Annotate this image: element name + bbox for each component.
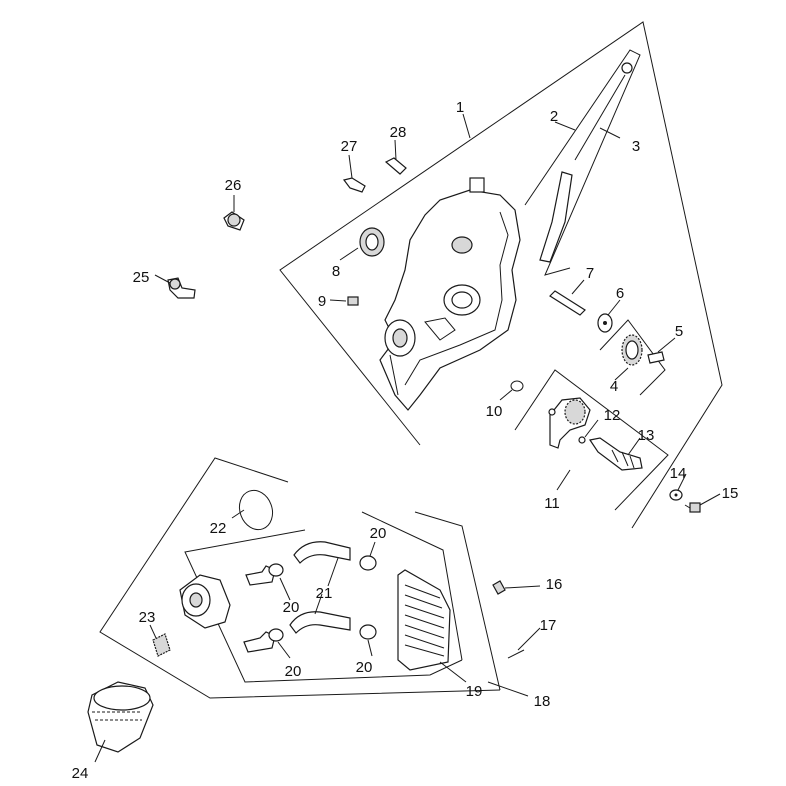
clip-16	[492, 580, 506, 595]
callout-20-d: 20	[356, 659, 373, 676]
leader-lines	[94, 113, 721, 763]
callout-11: 11	[544, 495, 560, 512]
callout-13: 13	[638, 427, 655, 444]
callout-8: 8	[332, 263, 340, 280]
oil-pump-body	[548, 397, 591, 449]
o-ring-22	[238, 489, 274, 531]
dowel-pin	[549, 290, 586, 316]
main-group-outline	[279, 21, 723, 529]
callout-26: 26	[225, 177, 242, 194]
nipple-23	[152, 633, 171, 657]
callout-17: 17	[540, 617, 557, 634]
dipstick	[574, 62, 633, 161]
callout-15: 15	[722, 485, 739, 502]
hose-subgroup-outline	[184, 511, 463, 683]
callout-18: 18	[534, 693, 551, 710]
callout-14: 14	[670, 465, 687, 482]
callout-9: 9	[318, 293, 326, 310]
oil-cooler	[397, 569, 451, 671]
o-ring-small	[510, 380, 524, 392]
bolt-28	[384, 157, 407, 175]
callout-4: 4	[610, 378, 618, 395]
dipstick-tube	[539, 171, 573, 263]
callout-19: 19	[466, 683, 483, 700]
callout-12: 12	[604, 407, 621, 424]
callout-24: 24	[72, 765, 89, 782]
relief-spring-plug	[589, 437, 643, 471]
pump-subgroup-outline	[514, 369, 669, 511]
elbow-fitting-b	[243, 628, 284, 653]
callout-25: 25	[133, 269, 150, 286]
callout-16: 16	[546, 576, 563, 593]
plug-screw	[347, 296, 359, 306]
callout-21: 21	[316, 585, 333, 602]
callout-27: 27	[341, 138, 358, 155]
bolt-27	[342, 177, 366, 193]
callout-28: 28	[390, 124, 407, 141]
callout-labels: 1 2 3 4 5 6 7 8 9 10 11 12 13 14 15 16 1…	[72, 99, 739, 782]
washer-14	[669, 489, 683, 501]
hose-clamp-a	[359, 555, 377, 571]
pressure-switch-26	[223, 211, 245, 231]
callout-20-c: 20	[285, 663, 302, 680]
bolt-15	[684, 502, 701, 513]
callout-1: 1	[456, 99, 464, 116]
hose-lower	[289, 611, 351, 634]
callout-6: 6	[616, 285, 624, 302]
dipstick-group-outline	[524, 49, 641, 276]
oil-seal	[359, 227, 385, 257]
callout-3: 3	[632, 138, 640, 155]
housing-boss-upper	[451, 236, 473, 254]
oil-filter	[87, 681, 154, 753]
callout-23: 23	[139, 609, 156, 626]
callout-2: 2	[550, 108, 558, 125]
gear-subgroup-outline	[599, 319, 666, 396]
cooler-group-outline	[99, 457, 501, 699]
callout-5: 5	[675, 323, 683, 340]
filter-adapter	[179, 574, 231, 629]
callout-20-b: 20	[283, 599, 300, 616]
hose-clamp-b	[359, 624, 377, 640]
callout-20-a: 20	[370, 525, 387, 542]
hose-upper	[293, 541, 351, 564]
elbow-fitting-a	[245, 563, 284, 586]
housing-tab	[469, 177, 485, 193]
gear-pin	[647, 351, 665, 364]
relief-ball	[578, 436, 586, 444]
callout-22: 22	[210, 520, 227, 537]
bolt-17	[507, 649, 525, 659]
gear-cover-housing	[379, 177, 521, 411]
callout-7: 7	[586, 265, 594, 282]
callout-10: 10	[486, 403, 503, 420]
elbow-fitting-25	[167, 277, 196, 299]
idler-gear	[621, 334, 643, 366]
thrust-washer	[597, 313, 613, 333]
